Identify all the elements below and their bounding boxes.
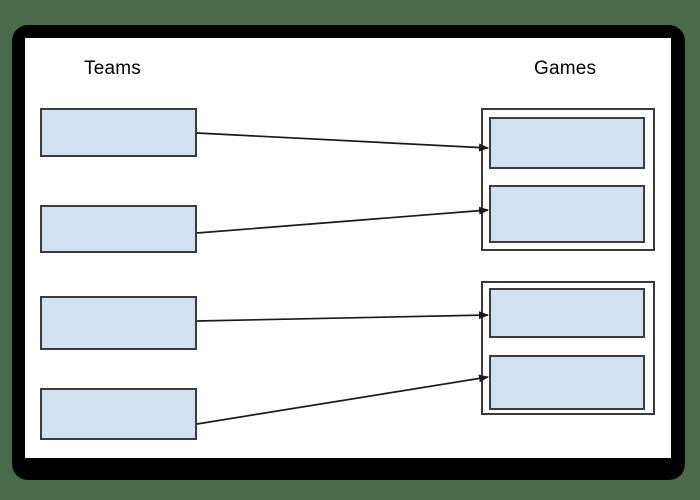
team-node-1[interactable] xyxy=(40,108,197,157)
connector-2 xyxy=(196,206,489,234)
game-node-1[interactable] xyxy=(489,117,645,169)
team-node-2[interactable] xyxy=(40,205,197,253)
diagram-canvas: Teams Games xyxy=(25,38,671,458)
connector-1 xyxy=(196,132,489,152)
connector-3 xyxy=(196,311,489,322)
team-node-3[interactable] xyxy=(40,296,197,350)
games-group-2[interactable] xyxy=(481,281,655,415)
connector-4 xyxy=(196,374,489,425)
game-node-3[interactable] xyxy=(489,288,645,338)
column-title-games: Games xyxy=(534,58,597,79)
connector-group xyxy=(196,132,489,425)
column-title-teams: Teams xyxy=(84,58,141,79)
team-node-4[interactable] xyxy=(40,388,197,440)
game-node-2[interactable] xyxy=(489,185,645,243)
game-node-4[interactable] xyxy=(489,355,645,410)
games-group-1[interactable] xyxy=(481,108,655,251)
